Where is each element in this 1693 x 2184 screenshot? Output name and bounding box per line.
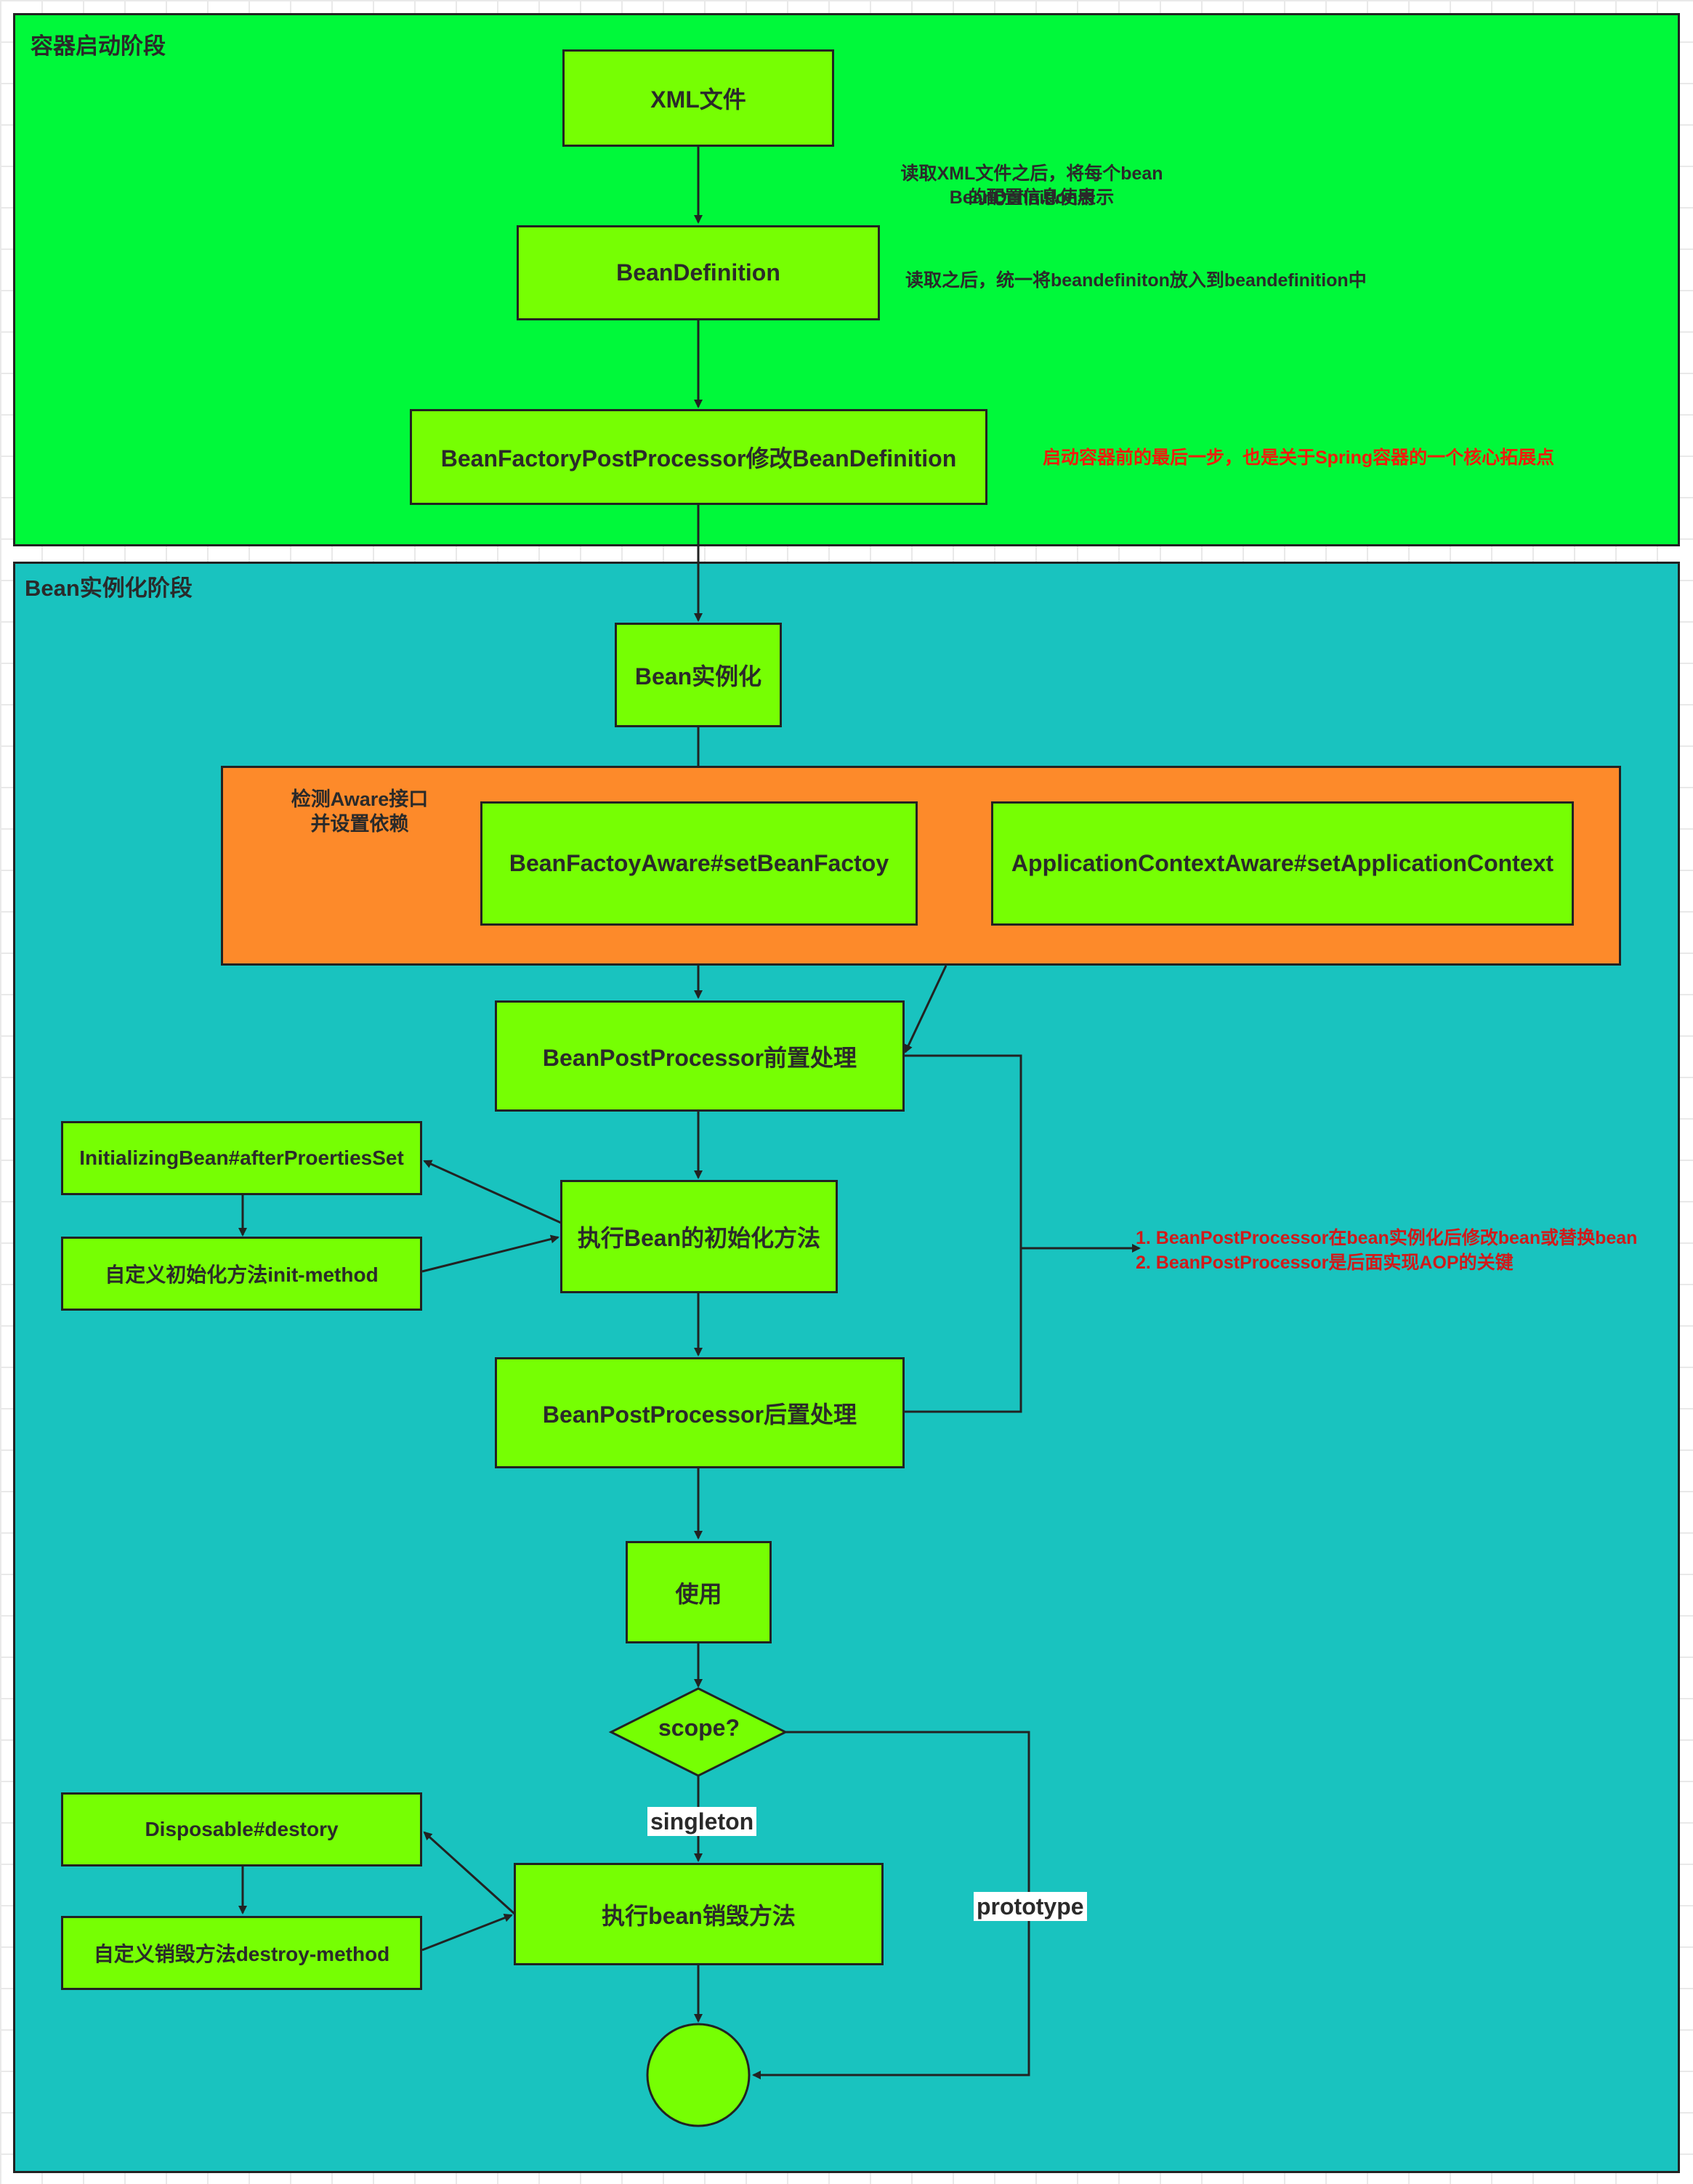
init-method-node: 自定义初始化方法init-method <box>61 1237 422 1311</box>
edge-exec-destroy-disposable <box>423 1831 516 1915</box>
bean-definition-node: BeanDefinition <box>517 225 880 320</box>
xml-note-line1: 读取XML文件之后，将每个bean的配置信息使用 <box>900 163 1163 208</box>
edge-exec-init-initbean <box>423 1160 562 1224</box>
initializing-bean-node: InitializingBean#afterProertiesSet <box>61 1121 422 1195</box>
disposable-node: Disposable#destory <box>61 1792 422 1866</box>
bean-definition-note: 读取之后，统一将beandefiniton放入到beandefinition中 <box>905 270 1367 291</box>
edge-destroymethod-exec-destroy <box>421 1914 513 1952</box>
edge-bpp-bracket <box>904 1054 1022 1413</box>
destroy-method-node: 自定义销毁方法destroy-method <box>61 1916 422 1990</box>
startup-phase-title: 容器启动阶段 <box>31 33 166 59</box>
xml-note-line2: BeanDefinition表示 <box>949 187 1115 208</box>
edge-initmethod-exec-init <box>421 1234 559 1273</box>
bean-post-processor-after-node: BeanPostProcessor后置处理 <box>495 1357 905 1468</box>
scope-decision-label: scope? <box>658 1715 740 1741</box>
bean-factory-post-processor-node: BeanFactoryPostProcessor修改BeanDefinition <box>410 409 987 505</box>
use-node: 使用 <box>626 1541 772 1643</box>
singleton-edge-label: singleton <box>647 1807 757 1836</box>
execute-init-method-node: 执行Bean的初始化方法 <box>560 1180 838 1293</box>
aware-group-label: 检测Aware接口 并设置依赖 <box>291 788 429 835</box>
prototype-edge-label: prototype <box>974 1892 1087 1921</box>
instantiation-phase-title: Bean实例化阶段 <box>25 575 193 601</box>
application-context-aware-node: ApplicationContextAware#setApplicationCo… <box>991 801 1574 926</box>
execute-destroy-method-node: 执行bean销毁方法 <box>514 1863 884 1965</box>
edge-aware-bpp-before-2 <box>904 965 947 1053</box>
xml-file-node: XML文件 <box>562 49 834 147</box>
end-node <box>646 2023 751 2127</box>
bpp-note-1: 1. BeanPostProcessor在bean实例化后修改bean或替换be… <box>1136 1228 1638 1248</box>
bean-instantiation-node: Bean实例化 <box>615 623 782 727</box>
bpp-note-2: 2. BeanPostProcessor是后面实现AOP的关键 <box>1136 1253 1514 1273</box>
bean-factory-aware-node: BeanFactoyAware#setBeanFactoy <box>480 801 918 926</box>
scope-decision <box>608 1687 788 1777</box>
bean-post-processor-before-node: BeanPostProcessor前置处理 <box>495 1000 905 1112</box>
bfpp-note: 启动容器前的最后一步，也是关于Spring容器的一个核心拓展点 <box>1043 448 1555 468</box>
